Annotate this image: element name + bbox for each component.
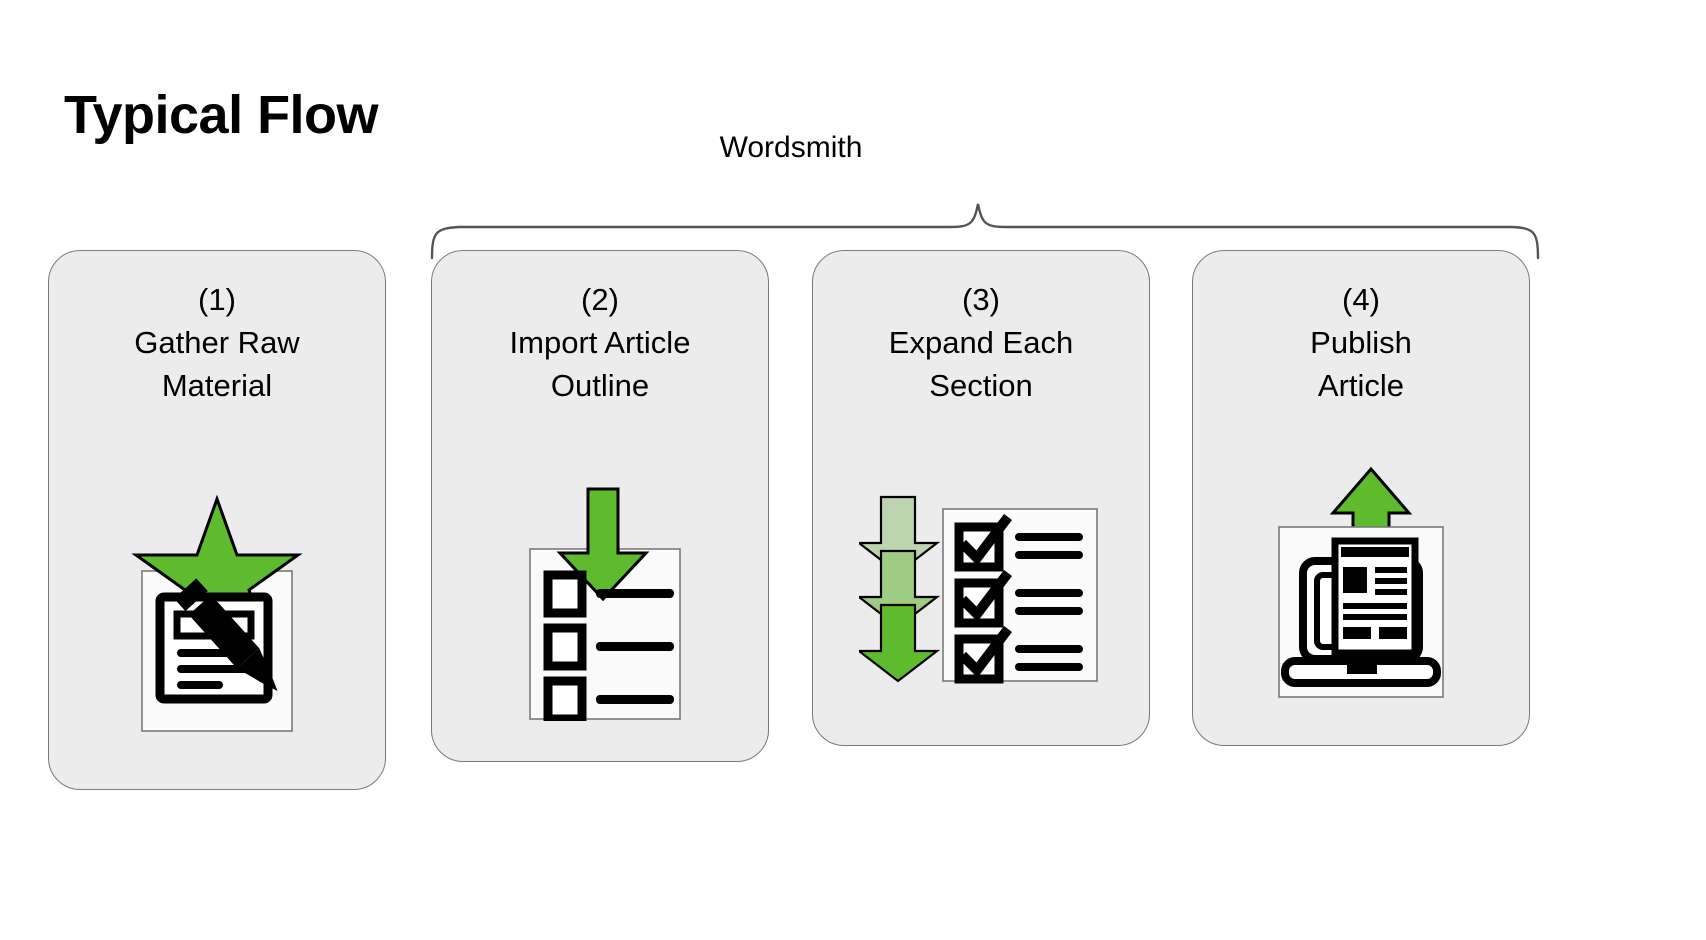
card-1-label-line1: Gather Raw [134, 324, 300, 360]
group-brace [430, 203, 1540, 260]
card-4-step-number: (4) [1342, 282, 1380, 317]
card-2-label-line1: Import Article [509, 324, 691, 360]
card-4-text: (4) Publish Article [1193, 279, 1529, 407]
card-1-text: (1) Gather Raw Material [49, 279, 385, 407]
step-card-gather-raw-material[interactable]: (1) Gather Raw Material [48, 250, 386, 790]
card-2-icon-slot [432, 431, 768, 721]
step-card-publish-article[interactable]: (4) Publish Article [1192, 250, 1530, 746]
card-2-text: (2) Import Article Outline [432, 279, 768, 407]
down-arrow-checklist-icon [529, 487, 681, 721]
step-card-expand-each-section[interactable]: (3) Expand Each Section [812, 250, 1150, 746]
card-2-step-number: (2) [581, 282, 619, 317]
card-3-step-number: (3) [962, 282, 1000, 317]
card-3-label-line2: Section [929, 367, 1033, 403]
card-1-icon-slot [49, 463, 385, 753]
card-4-icon-slot [1193, 411, 1529, 701]
step-card-import-article-outline[interactable]: (2) Import Article Outline [431, 250, 769, 762]
card-3-text: (3) Expand Each Section [813, 279, 1149, 407]
card-1-step-number: (1) [198, 282, 236, 317]
card-3-icon-slot [813, 411, 1149, 701]
triple-down-arrow-checked-list-icon [859, 495, 1098, 684]
group-label-wordsmith: Wordsmith [719, 131, 863, 164]
card-2-label-line2: Outline [550, 367, 650, 403]
card-3-label-line1: Expand Each [888, 324, 1074, 360]
up-arrow-laptop-article-icon [1278, 466, 1444, 698]
card-4-label-line2: Article [1317, 367, 1405, 403]
card-4-label-line1: Publish [1310, 324, 1412, 360]
card-1-label-line2: Material [161, 367, 273, 403]
page-title: Typical Flow [64, 85, 379, 145]
star-document-pen-icon [131, 494, 303, 732]
